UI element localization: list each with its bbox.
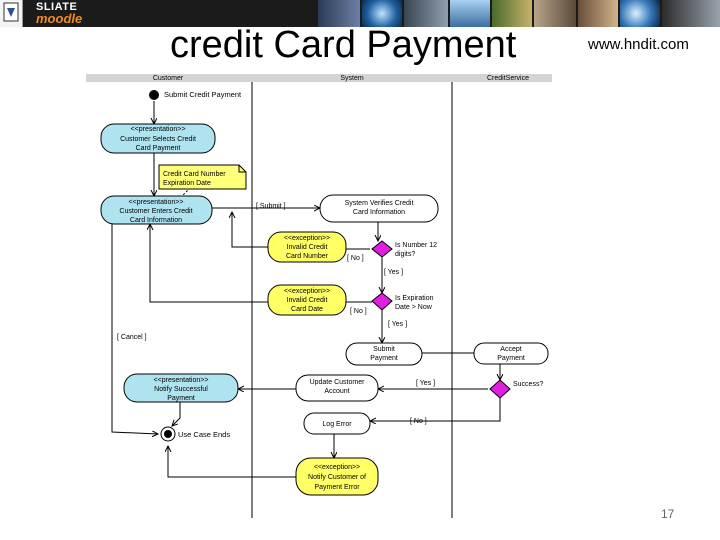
svg-text:Date > Now: Date > Now (395, 304, 433, 311)
activity-submit-payment (345, 342, 423, 366)
svg-text:Expiration Date: Expiration Date (163, 180, 211, 187)
decision-success (489, 379, 511, 399)
exception-notify-error (295, 457, 379, 496)
guard-yes: [ Yes ] (384, 269, 403, 276)
svg-text:Credit Card Number: Credit Card Number (163, 171, 226, 178)
guard-cancel: [ Cancel ] (117, 334, 147, 341)
banner-image (534, 0, 576, 27)
svg-text:Accept: Accept (500, 346, 521, 353)
svg-text:<<presentation>>: <<presentation>> (131, 126, 186, 133)
exception-invalid-number (267, 231, 347, 263)
lane-label-creditservice: CreditService (487, 75, 529, 82)
banner-image (318, 0, 360, 27)
svg-text:Card Date: Card Date (291, 306, 323, 313)
svg-text:Notify Successful: Notify Successful (154, 386, 208, 393)
activity-system-verifies (319, 194, 439, 223)
initial-node (149, 90, 159, 100)
svg-text:Customer Enters Credit: Customer Enters Credit (119, 208, 192, 215)
svg-text:Success?: Success? (513, 381, 543, 388)
lane-label-customer: Customer (153, 75, 184, 82)
activity-log-error (303, 412, 371, 435)
guard-yes: [ Yes ] (416, 380, 435, 387)
svg-text:Invalid Credit: Invalid Credit (287, 244, 328, 251)
svg-text:Invalid Credit: Invalid Credit (287, 297, 328, 304)
svg-text:Log Error: Log Error (322, 421, 352, 428)
banner-image (362, 0, 402, 27)
svg-text:System Verifies Credit: System Verifies Credit (345, 200, 414, 207)
header-banner: SLIATE moodle (0, 0, 720, 27)
lane-label-system: System (340, 75, 364, 82)
guard-no: [ No ] (350, 308, 367, 315)
svg-text:Payment: Payment (167, 395, 195, 402)
activity-notify-success (123, 373, 239, 403)
svg-text:Card Number: Card Number (286, 253, 329, 260)
website-label: www.hndit.com (588, 36, 689, 53)
svg-text:<<presentation>>: <<presentation>> (154, 377, 209, 384)
data-note (158, 164, 247, 190)
initial-label: Submit Credit Payment (164, 90, 242, 99)
page-number: 17 (661, 507, 675, 521)
banner-image (620, 0, 660, 27)
svg-text:Payment Error: Payment Error (314, 484, 360, 491)
slide-title: credit Card Payment (170, 24, 517, 66)
exception-invalid-date (267, 284, 347, 316)
crest-icon (3, 2, 19, 22)
activity-customer-selects (100, 123, 216, 154)
svg-text:Submit: Submit (373, 346, 395, 353)
svg-text:Is Number 12: Is Number 12 (395, 242, 437, 249)
guard-submit: [ Submit ] (256, 203, 286, 210)
banner-image (492, 0, 532, 27)
activity-customer-enters (100, 195, 213, 225)
svg-text:<<presentation>>: <<presentation>> (129, 199, 184, 206)
activity-accept-payment (473, 342, 549, 365)
svg-text:digits?: digits? (395, 251, 415, 258)
institution-logo (0, 0, 23, 27)
final-label: Use Case Ends (178, 430, 230, 439)
banner-image (578, 0, 618, 27)
guard-no: [ No ] (347, 255, 364, 262)
svg-text:Card Payment: Card Payment (136, 145, 181, 152)
svg-text:Card Information: Card Information (130, 217, 182, 224)
banner-image (662, 0, 720, 27)
banner-image (450, 0, 490, 27)
svg-text:Payment: Payment (497, 355, 525, 362)
svg-text:Account: Account (324, 388, 349, 395)
svg-text:<<exception>>: <<exception>> (284, 288, 330, 295)
banner-image (404, 0, 448, 27)
decision-expiration-date (371, 292, 393, 311)
decision-number-12-digits (371, 240, 393, 258)
svg-text:Card Information: Card Information (353, 209, 405, 216)
svg-text:<<exception>>: <<exception>> (314, 464, 360, 471)
moodle-logo: SLIATE moodle (36, 1, 83, 26)
swimlane-header (86, 74, 552, 82)
svg-text:Customer Selects Credit: Customer Selects Credit (120, 136, 196, 143)
activity-update-account (295, 374, 379, 402)
svg-text:<<exception>>: <<exception>> (284, 235, 330, 242)
svg-text:Update Customer: Update Customer (310, 379, 366, 386)
svg-text:Notify Customer of: Notify Customer of (308, 474, 366, 481)
svg-text:Is Expiration: Is Expiration (395, 295, 434, 302)
guard-yes: [ Yes ] (388, 321, 407, 328)
svg-text:Payment: Payment (370, 355, 398, 362)
guard-no: [ No ] (410, 418, 427, 425)
